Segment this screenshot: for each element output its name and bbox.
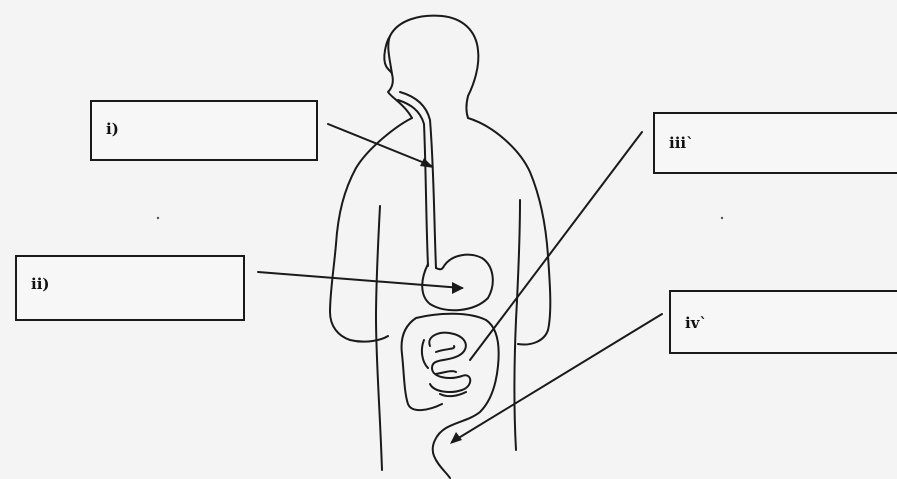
scan-speck — [721, 217, 723, 219]
pointer-line-iii — [470, 132, 642, 360]
esophagus — [400, 92, 436, 268]
arrowhead-iv — [450, 432, 462, 444]
label-box-iv[interactable]: iv` — [669, 290, 897, 354]
arrowhead-ii — [452, 282, 464, 294]
body-outline-right — [468, 118, 550, 344]
label-ii: ii) — [31, 275, 50, 293]
body-outline-left — [330, 118, 412, 342]
pointer-line-iv — [452, 314, 662, 442]
scan-speck — [157, 217, 159, 219]
small-intestine-loops — [422, 340, 466, 396]
small-intestine — [429, 333, 470, 392]
pointer-line-i — [328, 124, 432, 166]
pointer-line-ii — [258, 272, 462, 288]
label-iv: iv` — [685, 314, 707, 332]
label-box-i[interactable]: i) — [90, 100, 318, 161]
esophagus-inner — [398, 100, 428, 266]
torso-right-side — [515, 200, 521, 450]
label-box-iii[interactable]: iii` — [653, 112, 897, 174]
label-box-ii[interactable]: ii) — [15, 255, 245, 321]
label-i: i) — [106, 120, 119, 138]
stomach — [422, 255, 493, 311]
label-iii: iii` — [669, 134, 694, 152]
head-outline — [388, 16, 478, 118]
torso-left-side — [376, 206, 382, 470]
